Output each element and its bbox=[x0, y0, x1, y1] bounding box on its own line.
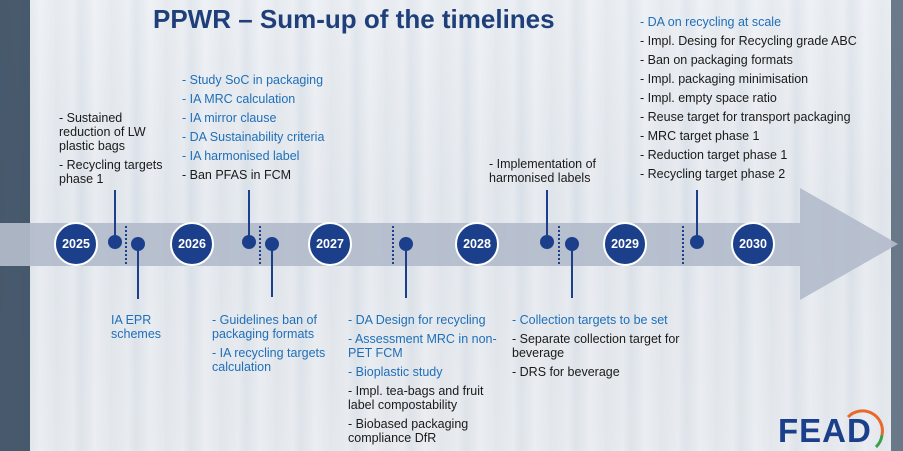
milestone-item: - Implementation of harmonised labels bbox=[489, 157, 596, 185]
connector-2025-up bbox=[114, 190, 116, 242]
separator-dotted bbox=[392, 226, 394, 264]
milestone-item: - Study SoC in packaging bbox=[182, 73, 324, 87]
connector-2028-down bbox=[571, 244, 573, 298]
milestones-2025-above: - Sustained reduction of LW plastic bags… bbox=[59, 111, 174, 191]
year-2029: 2029 bbox=[603, 222, 647, 266]
year-2028: 2028 bbox=[455, 222, 499, 266]
milestone-item: - DA Design for recycling bbox=[348, 313, 486, 327]
milestone-item: - Ban PFAS in FCM bbox=[182, 168, 292, 182]
milestone-item: - Bioplastic study bbox=[348, 365, 443, 379]
milestone-item: - Impl. Desing for Recycling grade ABC bbox=[640, 34, 857, 48]
year-2026: 2026 bbox=[170, 222, 214, 266]
milestone-item: - DRS for beverage bbox=[512, 365, 620, 379]
connector-2025-down bbox=[137, 244, 139, 299]
milestone-item: - MRC target phase 1 bbox=[640, 129, 760, 143]
connector-2027-down bbox=[405, 244, 407, 298]
timeline-dot bbox=[131, 237, 145, 251]
milestones-2026-above: - Study SoC in packaging - IA MRC calcul… bbox=[182, 73, 352, 187]
milestone-item: - Recycling targets phase 1 bbox=[59, 158, 163, 186]
timeline-dot bbox=[242, 235, 256, 249]
separator-dotted bbox=[682, 226, 684, 264]
milestone-item: - Sustained reduction of LW plastic bags bbox=[59, 111, 146, 153]
connector-2028-up bbox=[546, 190, 548, 242]
year-2030: 2030 bbox=[731, 222, 775, 266]
milestone-item: - Ban on packaging formats bbox=[640, 53, 793, 67]
milestone-item: - DA on recycling at scale bbox=[640, 15, 782, 29]
milestones-2028-above: - Implementation of harmonised labels bbox=[489, 157, 614, 190]
timeline-dot bbox=[690, 235, 704, 249]
milestones-2025-below: IA EPR schemes bbox=[111, 313, 176, 346]
connector-2026-up bbox=[248, 190, 250, 242]
milestone-item: - Guidelines ban of packaging formats bbox=[212, 313, 317, 341]
right-edge-band bbox=[891, 0, 903, 451]
milestone-item: - Reduction target phase 1 bbox=[640, 148, 788, 162]
milestone-item: - Recycling target phase 2 bbox=[640, 167, 786, 181]
milestone-item: - Impl. empty space ratio bbox=[640, 91, 777, 105]
separator-dotted bbox=[558, 226, 560, 264]
milestone-item: - IA recycling targets calculation bbox=[212, 346, 326, 374]
milestones-2030-above: - DA on recycling at scale - Impl. Desin… bbox=[640, 15, 890, 186]
timeline-dot bbox=[399, 237, 413, 251]
milestone-item: - IA harmonised label bbox=[182, 149, 300, 163]
milestone-item: IA EPR schemes bbox=[111, 313, 162, 341]
milestones-2026-below: - Guidelines ban of packaging formats - … bbox=[212, 313, 337, 379]
milestone-item: - DA Sustainability criteria bbox=[182, 130, 325, 144]
timeline-dot bbox=[540, 235, 554, 249]
milestones-2028-below: - Collection targets to be set - Separat… bbox=[512, 313, 682, 384]
milestone-item: - Separate collection target for beverag… bbox=[512, 332, 680, 360]
milestone-item: - Collection targets to be set bbox=[512, 313, 668, 327]
year-2027: 2027 bbox=[308, 222, 352, 266]
milestones-2027-below: - DA Design for recycling - Assessment M… bbox=[348, 313, 498, 450]
logo-arc-icon bbox=[846, 409, 884, 449]
milestone-item: - IA mirror clause bbox=[182, 111, 277, 125]
year-2025: 2025 bbox=[54, 222, 98, 266]
separator-dotted bbox=[125, 226, 127, 264]
fead-logo: FEAD bbox=[778, 412, 872, 449]
milestone-item: - Biobased packaging compliance DfR bbox=[348, 417, 469, 445]
separator-dotted bbox=[259, 226, 261, 264]
milestone-item: - IA MRC calculation bbox=[182, 92, 296, 106]
timeline-dot bbox=[565, 237, 579, 251]
milestone-item: - Impl. tea-bags and fruit label compost… bbox=[348, 384, 484, 412]
connector-2030-up bbox=[696, 190, 698, 242]
timeline-dot bbox=[265, 237, 279, 251]
connector-2026-down bbox=[271, 244, 273, 297]
milestone-item: - Assessment MRC in non-PET FCM bbox=[348, 332, 497, 360]
milestone-item: - Impl. packaging minimisation bbox=[640, 72, 809, 86]
milestone-item: - Reuse target for transport packaging bbox=[640, 110, 851, 124]
page-title: PPWR – Sum-up of the timelines bbox=[153, 4, 555, 34]
timeline-dot bbox=[108, 235, 122, 249]
